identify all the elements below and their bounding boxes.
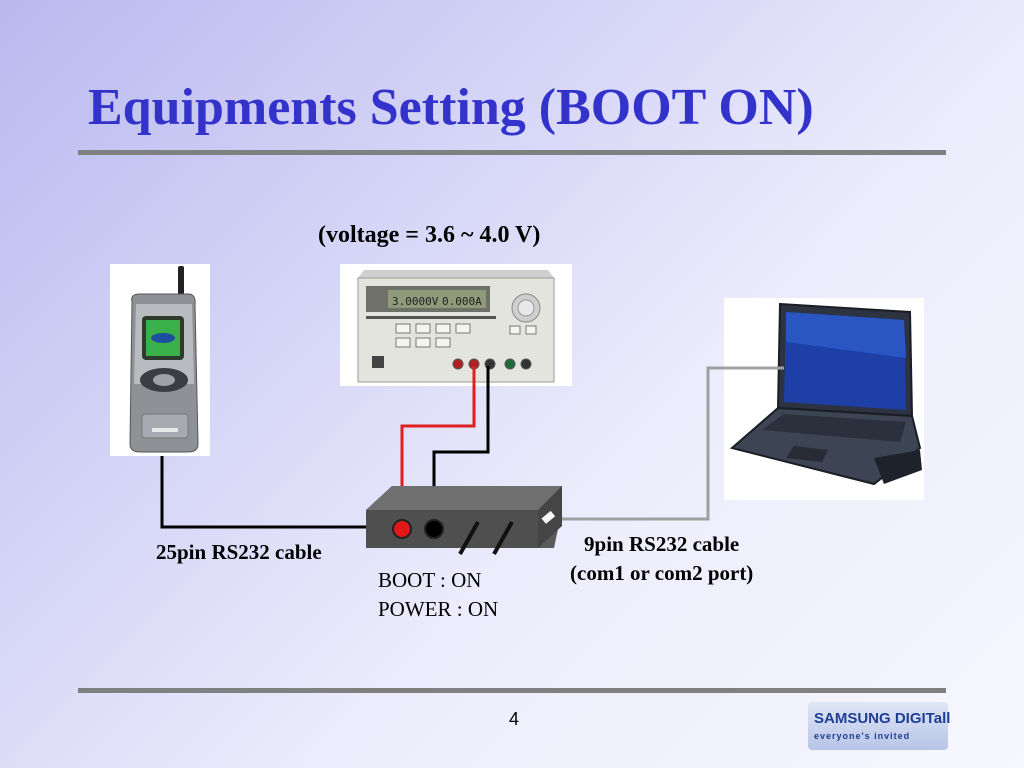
laptop-icon [729,302,922,486]
logo-brand: SAMSUNG DIGITall [814,710,951,727]
red-power-wire [400,366,476,528]
title-divider [78,150,946,155]
cable-9pin-line2: (com1 or com2 port) [570,561,754,585]
display-current-text: 0.000A [442,295,482,308]
rs232-9pin-cable [554,366,784,521]
boot-status: BOOT : ON [378,568,482,592]
power-status: POWER : ON [378,597,499,621]
logo-tagline: everyone's invited [814,731,911,741]
power-supply-image: 3.0000V 0.000A [340,264,572,386]
power-switch-icon [492,521,514,555]
cable-25pin-label: 25pin RS232 cable [156,540,322,564]
footer-divider [78,688,946,693]
samsung-logo: SAMSUNG DIGITall everyone's invited [808,702,951,750]
red-terminal-icon [392,519,412,539]
mobile-phone-icon [129,266,199,453]
voltage-label: (voltage = 3.6 ~ 4.0 V) [318,222,541,248]
black-terminal-icon [424,519,444,539]
cable-9pin-line1: 9pin RS232 cable [584,532,740,556]
laptop-image [724,298,924,500]
rs232-25pin-cable [160,456,370,529]
slide-title: Equipments Setting (BOOT ON) [88,79,814,136]
jig-box [366,486,562,555]
mobile-phone-image [110,264,210,456]
serial-port-icon [541,510,556,524]
boot-switch-icon [458,521,480,555]
page-number: 4 [509,709,520,729]
power-supply-icon: 3.0000V 0.000A [357,270,555,383]
switch-status-label: BOOT : ON POWER : ON [378,566,498,624]
display-voltage-text: 3.0000V [392,295,439,308]
cable-9pin-label: 9pin RS232 cable (com1 or com2 port) [570,530,753,588]
